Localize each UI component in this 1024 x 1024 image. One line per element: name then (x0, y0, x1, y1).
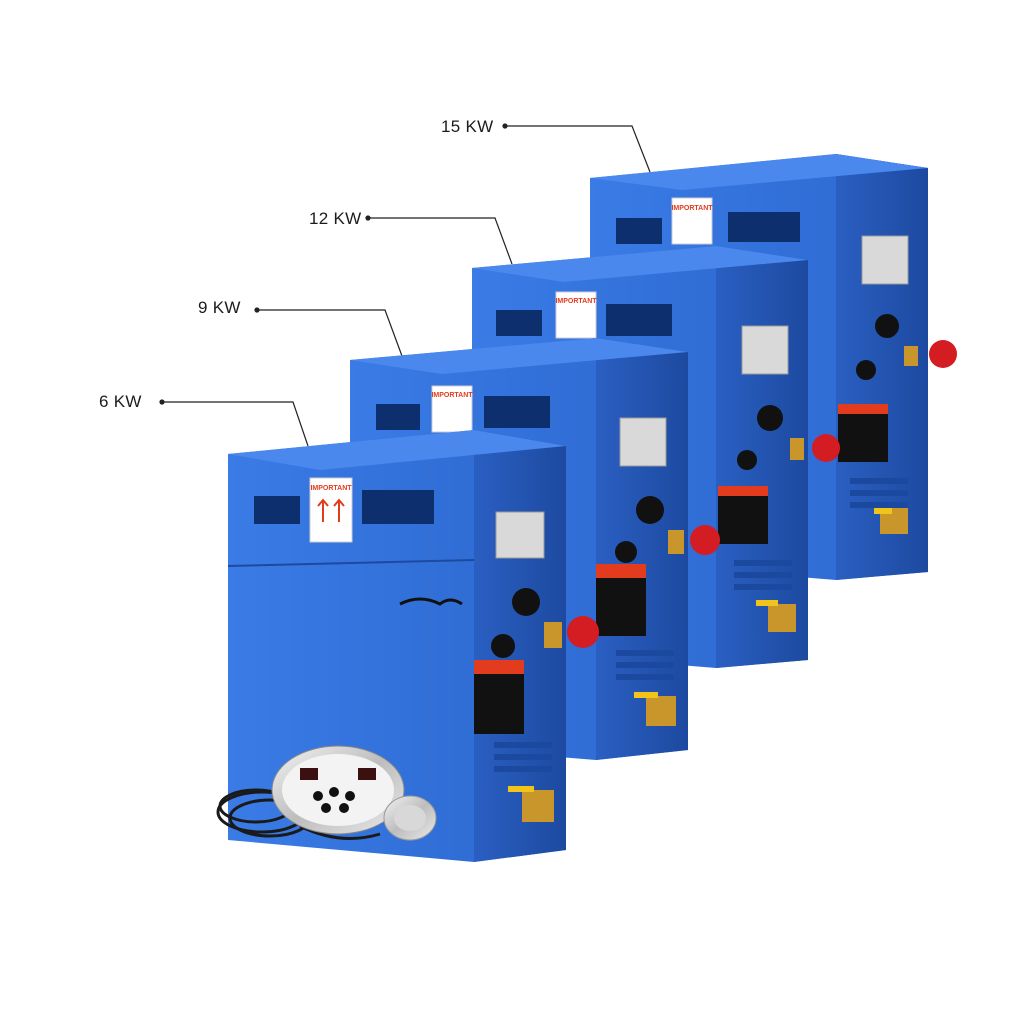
label-15kw: 15 KW (441, 117, 494, 136)
sticker-important-9: IMPORTANT (431, 392, 473, 399)
sticker-important-12: IMPORTANT (555, 298, 597, 305)
steam-outlet-head (383, 795, 437, 841)
warning-arrow-icon (317, 498, 345, 522)
leader-lines (159, 123, 651, 447)
leader-9kw (257, 309, 403, 357)
label-6kw: 6 KW (99, 392, 142, 411)
leader-6kw (162, 401, 309, 447)
control-panel (271, 745, 405, 835)
sticker-important-15: IMPORTANT (671, 205, 713, 212)
sticker-important-6: IMPORTANT (310, 485, 352, 492)
knob-black (875, 314, 899, 338)
safety-valve-cap (929, 340, 957, 368)
leader-15kw (505, 125, 651, 173)
label-12kw: 12 KW (309, 209, 362, 228)
label-9kw: 9 KW (198, 298, 241, 317)
brand-logo (399, 597, 463, 606)
leader-12kw (368, 217, 513, 265)
steam-generator-6kw: IMPORTANT (227, 430, 599, 862)
